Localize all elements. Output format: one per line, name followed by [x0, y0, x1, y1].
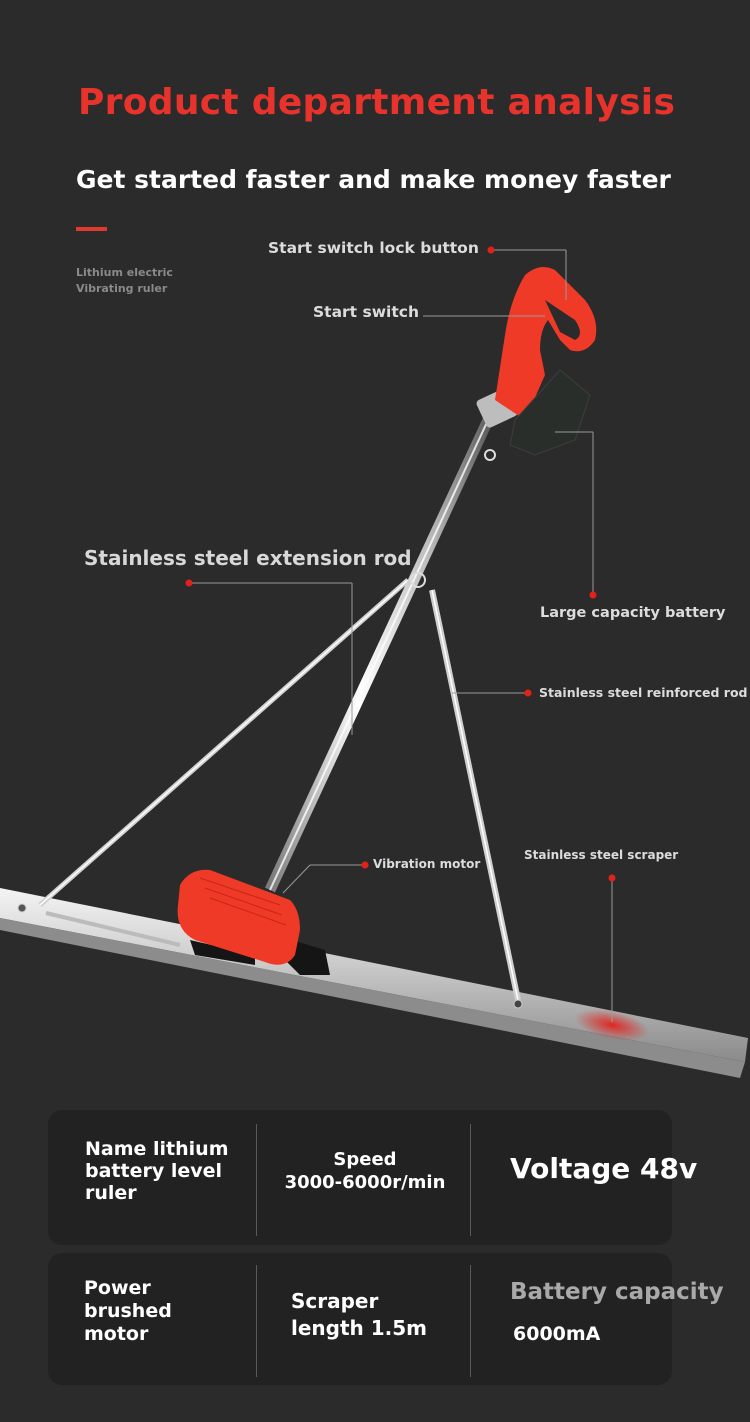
spec-card-row-2: Power brushed motor Scraper length 1.5m … — [48, 1253, 724, 1385]
spec-card-row-1: Name lithium battery level ruler Speed 3… — [48, 1110, 697, 1245]
page-subtitle: Get started faster and make money faster — [76, 165, 671, 194]
spec-voltage: Voltage 48v — [510, 1152, 698, 1185]
scraper-blade — [0, 888, 748, 1078]
spec-name: Name lithium battery level ruler — [85, 1138, 229, 1204]
page-title: Product department analysis — [78, 82, 676, 123]
callout-start-switch-lock-button: Start switch lock button — [268, 239, 479, 257]
callout-scraper: Stainless steel scraper — [524, 848, 679, 862]
vibration-motor — [177, 869, 330, 975]
callout-extension-rod: Stainless steel extension rod — [84, 546, 412, 570]
caption-line-1: Lithium electric — [76, 266, 173, 279]
column-divider — [470, 1124, 471, 1236]
spec-battery-label: Battery capacity — [510, 1279, 724, 1305]
callout-battery: Large capacity battery — [540, 605, 726, 621]
callout-reinforced-rod: Stainless steel reinforced rod — [539, 685, 748, 700]
caption-line-2: Vibrating ruler — [76, 282, 168, 295]
vibrating-ruler-illustration — [0, 246, 748, 1078]
callout-vibration-motor: Vibration motor — [373, 857, 481, 871]
column-divider — [256, 1265, 257, 1377]
spec-power: Power brushed motor — [84, 1277, 172, 1345]
accent-divider — [76, 227, 107, 231]
power-head — [476, 266, 597, 456]
spec-scraper-length: Scraper length 1.5m — [291, 1289, 428, 1340]
spec-speed: Speed 3000-6000r/min — [284, 1149, 446, 1193]
column-divider — [256, 1124, 257, 1236]
callout-start-switch: Start switch — [313, 303, 419, 321]
column-divider — [470, 1265, 471, 1377]
spec-battery-value: 6000mA — [513, 1323, 601, 1345]
product-caption: Lithium electric Vibrating ruler — [76, 265, 173, 297]
